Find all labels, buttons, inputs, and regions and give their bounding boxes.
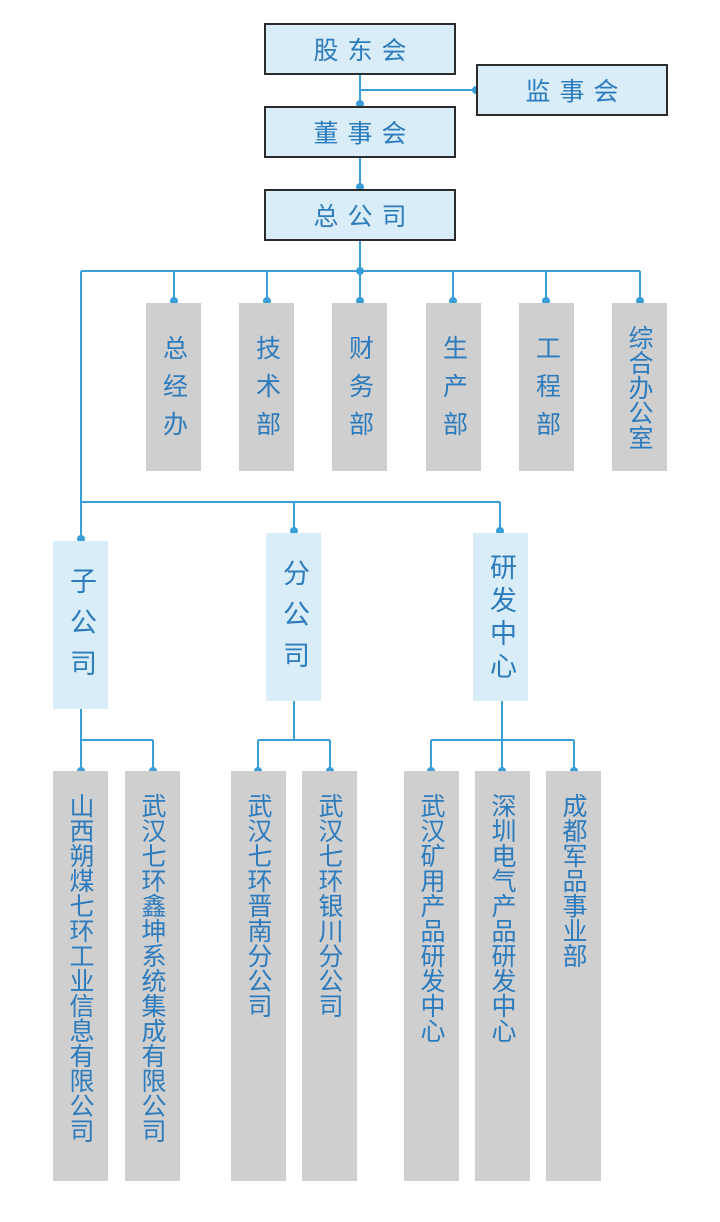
dept-box: 生产部 [426,303,481,471]
subsidiary-box: 子公司 [53,541,108,709]
dept-box: 工程部 [519,303,574,471]
board-label: 董事会 [313,119,416,148]
branch-box: 分公司 [266,533,321,701]
dept-label: 财务部 [345,335,375,449]
subsidiary-label: 子公司 [65,567,96,690]
dept-box: 综合办公室 [612,303,667,471]
branch-company-label: 武汉七环晋南分公司 [244,793,273,1018]
subsidiary-company-box: 山西朔煤七环工业信息有限公司 [53,771,108,1181]
rnd-unit-label: 武汉矿用产品研发中心 [417,793,446,1043]
shareholders-box: 股东会 [264,23,456,75]
dept-box: 技术部 [239,303,294,471]
rnd-box: 研发中心 [473,533,528,701]
shareholders-label: 股东会 [313,36,416,65]
board-box: 董事会 [264,106,456,158]
subsidiary-company-box: 武汉七环鑫坤系统集成有限公司 [125,771,180,1181]
subsidiary-company-label: 山西朔煤七环工业信息有限公司 [66,793,95,1143]
subsidiary-company-label: 武汉七环鑫坤系统集成有限公司 [138,793,167,1143]
branch-company-box: 武汉七环银川分公司 [302,771,357,1181]
dept-label: 工程部 [532,335,562,449]
dept-box: 财务部 [332,303,387,471]
rnd-unit-label: 成都军品事业部 [559,793,588,968]
branch-label: 分公司 [278,559,309,682]
dept-label: 综合办公室 [625,325,654,450]
rnd-unit-box: 武汉矿用产品研发中心 [404,771,459,1181]
dept-label: 技术部 [252,335,282,449]
branch-company-label: 武汉七环银川分公司 [315,793,344,1018]
dept-box: 总经办 [146,303,201,471]
supervisors-box: 监事会 [476,64,668,116]
dept-label: 生产部 [439,335,469,449]
rnd-unit-box: 深圳电气产品研发中心 [475,771,530,1181]
dept-label: 总经办 [159,335,189,449]
hq-box: 总公司 [264,189,456,241]
rnd-unit-box: 成都军品事业部 [546,771,601,1181]
hq-label: 总公司 [313,202,416,231]
rnd-label: 研发中心 [485,553,516,685]
branch-company-box: 武汉七环晋南分公司 [231,771,286,1181]
supervisors-label: 监事会 [525,77,628,106]
rnd-unit-label: 深圳电气产品研发中心 [488,793,517,1043]
